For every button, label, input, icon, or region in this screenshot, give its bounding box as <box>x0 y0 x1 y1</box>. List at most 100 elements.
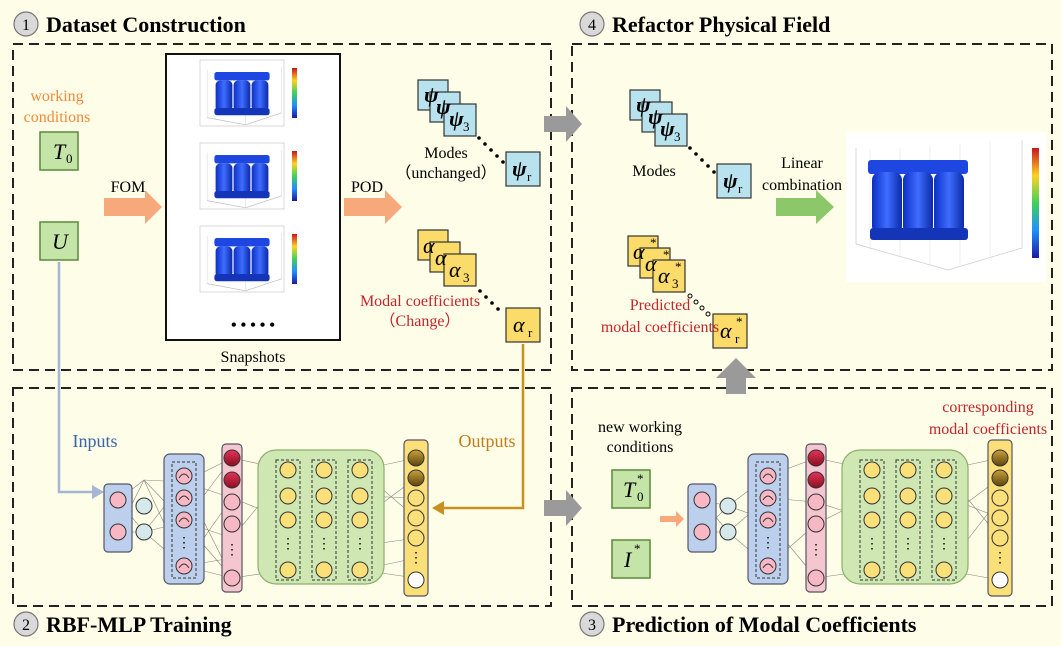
input-u-box: U <box>39 221 79 261</box>
fom-arrow <box>104 190 162 224</box>
section-3-title: 3 Prediction of Modal Coefficients <box>579 611 917 637</box>
linear-combination-label: Linear <box>781 155 823 172</box>
svg-text:3: 3 <box>463 119 470 134</box>
mode-dots-left <box>477 136 505 164</box>
mlp-nodes <box>863 461 953 579</box>
svg-text:⋮: ⋮ <box>865 537 879 552</box>
svg-text:⋮: ⋮ <box>993 551 1007 566</box>
svg-text:0: 0 <box>637 489 644 504</box>
rbf-mlp-network-prediction: ⋮ ⋮ ⋮ ⋮ ⋮ ⋮ <box>687 439 1013 597</box>
gray-arrow-to-refactor-up <box>716 358 756 394</box>
svg-text:⋮: ⋮ <box>281 537 295 552</box>
svg-text:I: I <box>623 547 633 572</box>
working-conditions-label: working <box>30 88 83 105</box>
mlp-nodes <box>279 461 369 579</box>
svg-text:ψ: ψ <box>512 156 527 181</box>
inputs-connector-head <box>92 485 104 499</box>
svg-text:U: U <box>52 229 70 254</box>
output-nodes <box>407 449 425 589</box>
snapshots-label: Snapshots <box>221 349 286 366</box>
svg-text:3: 3 <box>674 129 681 144</box>
svg-text:ψ: ψ <box>723 168 738 193</box>
mode-stack-right: ψ ψ ψ 3 <box>629 89 688 147</box>
svg-text:α: α <box>513 312 525 337</box>
inputs-connector <box>57 262 100 494</box>
corresponding-modal-coefficients-label: modal coefficients <box>929 421 1047 438</box>
svg-text:α: α <box>633 239 645 264</box>
linear-combination-label-2: combination <box>762 177 842 194</box>
mode-dots-right <box>688 146 716 174</box>
section-2-title: 2 RBF-MLP Training <box>13 611 232 637</box>
hidden-layer-1-nodes <box>223 449 241 587</box>
svg-text:*: * <box>650 235 657 250</box>
svg-text:ψ: ψ <box>660 116 675 141</box>
hidden-layer-1-nodes <box>807 449 825 587</box>
modal-coefficients-label: Modal coefficients <box>360 293 480 310</box>
corresponding-label: corresponding <box>942 399 1034 416</box>
hidden-node <box>135 497 153 515</box>
svg-text:ψ: ψ <box>449 106 464 131</box>
svg-text:⋮: ⋮ <box>317 537 331 552</box>
svg-text:Dataset Construction: Dataset Construction <box>46 12 246 37</box>
section-1-title: 1 Dataset Construction <box>13 11 246 37</box>
predicted-coef-dots <box>687 293 711 317</box>
svg-text:⋮: ⋮ <box>761 536 775 551</box>
mode-psi-r-right: ψ r <box>716 163 752 199</box>
predicted-label: Predicted <box>630 297 690 314</box>
svg-text:⋮: ⋮ <box>937 537 951 552</box>
new-working-conditions-label-2: conditions <box>607 439 674 456</box>
svg-text:*: * <box>634 541 641 556</box>
svg-text:⋮: ⋮ <box>353 537 367 552</box>
mode-psi-r-left: ψ r <box>505 151 541 187</box>
svg-text:T: T <box>53 139 67 164</box>
svg-text:α: α <box>449 257 461 282</box>
svg-text:*: * <box>675 259 682 274</box>
linear-combination-arrow <box>776 190 834 224</box>
ellipsis: ⋮ <box>177 536 191 551</box>
input-node <box>693 523 711 541</box>
input-node <box>109 523 127 541</box>
predicted-modal-coefficients-label: modal coefficients <box>601 319 719 336</box>
svg-text:2: 2 <box>22 617 30 634</box>
outputs-connector-head <box>432 501 444 515</box>
svg-text:⋮: ⋮ <box>225 543 239 558</box>
svg-text:r: r <box>738 181 743 196</box>
input-i-star-box: I * <box>611 539 651 579</box>
predicted-alpha-r: α * r <box>712 313 748 349</box>
rbf-nodes <box>759 467 777 575</box>
coef-stack-left: α α α 3 <box>417 229 477 287</box>
outputs-label: Outputs <box>458 431 515 451</box>
svg-text:r: r <box>527 169 532 184</box>
svg-text:ψ: ψ <box>436 94 451 119</box>
svg-text:4: 4 <box>588 17 596 34</box>
svg-text:Prediction of Modal Coefficien: Prediction of Modal Coefficients <box>612 612 917 637</box>
svg-text:ψ: ψ <box>636 92 651 117</box>
modes-unchanged-label: （unchanged） <box>395 164 496 182</box>
svg-text:⋮: ⋮ <box>409 551 423 566</box>
svg-text:RBF-MLP Training: RBF-MLP Training <box>46 612 232 637</box>
svg-text:α: α <box>720 318 732 343</box>
input-node <box>693 491 711 509</box>
outputs-connector <box>438 344 525 510</box>
svg-text:ψ: ψ <box>648 104 663 129</box>
svg-text:r: r <box>735 331 740 346</box>
hidden-node <box>719 497 737 515</box>
snapshot-2 <box>200 143 297 209</box>
new-working-conditions-label: new working <box>598 419 682 436</box>
svg-text:1: 1 <box>22 17 30 34</box>
svg-text:0: 0 <box>66 151 73 166</box>
modes-label-left: Modes <box>424 145 468 162</box>
coef-alpha-r-left: α r <box>505 307 541 343</box>
svg-text:3: 3 <box>588 617 596 634</box>
svg-text:Refactor Physical Field: Refactor Physical Field <box>612 12 830 37</box>
panel-rbf-mlp-training <box>12 387 552 607</box>
hidden-node <box>719 523 737 541</box>
snapshot-1 <box>200 60 297 126</box>
input-node <box>109 491 127 509</box>
pod-arrow <box>344 190 402 224</box>
gray-arrow-to-refactor <box>544 106 582 142</box>
working-conditions-label-2: conditions <box>24 109 91 126</box>
svg-text:*: * <box>663 247 670 262</box>
predicted-coef-stack: α α α * * * 3 <box>627 235 686 293</box>
